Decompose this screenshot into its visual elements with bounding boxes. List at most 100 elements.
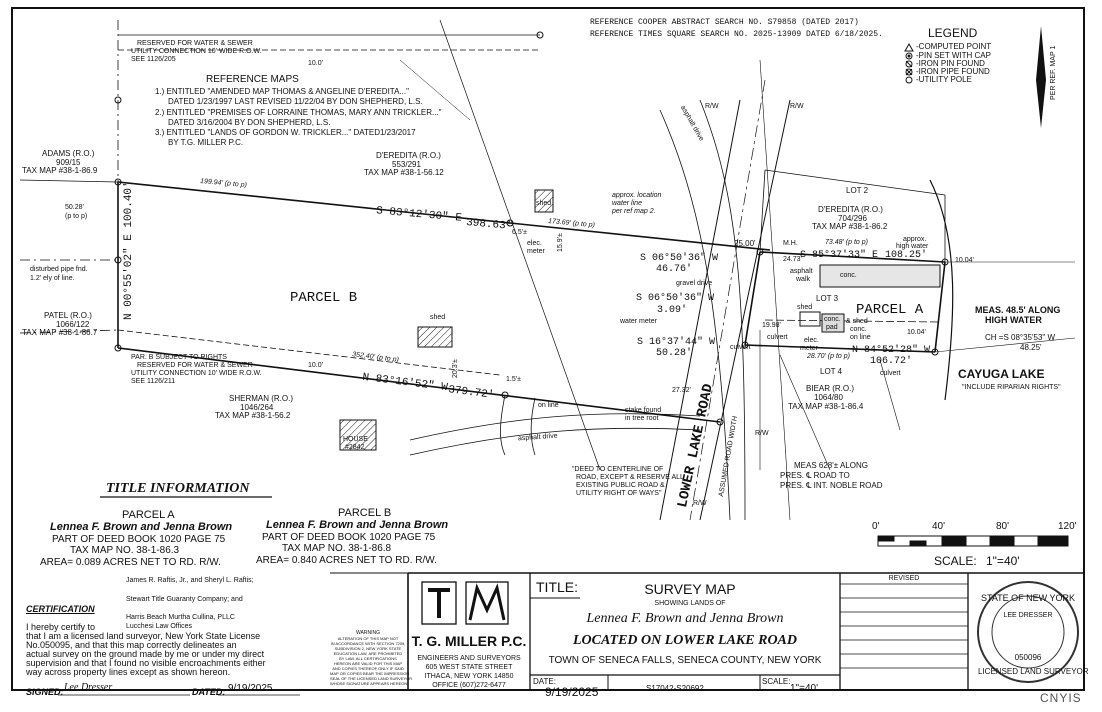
title-label: TITLE:	[536, 579, 579, 595]
warning-line-4: EDUCATION LAW, ARE PROHIBITED	[333, 651, 403, 656]
warning-line-1: ALTERATION OF THIS MAP NOT	[337, 636, 399, 641]
revised-header: REVISED	[888, 575, 920, 582]
warning-line-6: HEREON ARE VALID FOR THIS MAP	[333, 661, 403, 666]
bearing-n84: N 84°52'28" W	[852, 345, 931, 356]
riparian-rights: "INCLUDE RIPARIAN RIGHTS"	[962, 384, 1061, 391]
fifteen-nine: 15.9'±	[557, 233, 564, 252]
dist-28: 28.70' (p to p)	[807, 353, 850, 360]
cayuga-lake: CAYUGA LAKE	[958, 367, 1045, 381]
legend-item-utility-pole: -UTILITY POLE	[916, 75, 972, 84]
approx-location-2: water line	[612, 200, 642, 207]
dist-24: 24.73'	[783, 256, 802, 263]
legend-item-pin-set: -PIN SET WITH CAP	[916, 51, 991, 60]
title-located: LOCATED ON LOWER LAKE ROAD	[572, 633, 798, 648]
house-shape	[339, 419, 377, 451]
survey-map-title: SURVEY MAP	[644, 581, 736, 597]
patel-3: TAX MAP #38-1-86.7	[22, 328, 98, 337]
par-b-subject-2: RESERVED FOR WATER & SEWER	[137, 362, 253, 369]
reserved-top-3: SEE 1126/205	[131, 56, 176, 63]
seal-name: LEE DRESSER	[1003, 612, 1053, 619]
ch-1: CH =S 08°35'53" W	[985, 333, 1056, 342]
reference-map-line-5: 3.) ENTITLED "LANDS OF GORDON W. TRICKLE…	[155, 128, 416, 137]
rw-2: R/W	[790, 103, 804, 110]
parcel-a-heading: PARCEL A	[122, 509, 175, 521]
elec-meter-1: elec.	[527, 240, 542, 247]
signed-label: SIGNED:	[26, 687, 64, 697]
shed-conc-3: on line	[850, 334, 871, 341]
one-five: 1.5'±	[506, 376, 521, 383]
conc-pad-1: conc.	[824, 316, 841, 323]
warning-line-5: BY LAW. ALL CERTIFICATIONS	[339, 656, 397, 661]
certification-line-2: that I am a licensed land surveyor, New …	[26, 631, 261, 641]
deed-centerline-2: ROAD, EXCEPT & RESERVE ALL	[576, 474, 684, 481]
dated-label: DATED:	[192, 687, 226, 697]
asphalt-walk-1: asphalt	[790, 268, 813, 275]
conc-pad-2: pad	[826, 324, 838, 331]
reference-map-line-6: BY T.G. MILLER P.C.	[168, 138, 244, 147]
culvert-a: culvert	[730, 344, 751, 351]
elec-meter-2: meter	[527, 248, 545, 255]
dist-10-04a: 10.04'	[955, 257, 974, 264]
showing-lands: SHOWING LANDS OF	[654, 600, 726, 607]
ch-2: 48.25'	[1020, 343, 1042, 352]
scale-tick-40: 40'	[932, 521, 946, 532]
scale-tick-0: 0'	[872, 521, 880, 532]
dist-3: 3.09'	[657, 305, 688, 316]
warning-line-3: SUBDIVISION 2, NEW YORK STATE	[334, 646, 402, 651]
scale-bar-label: SCALE:	[934, 554, 977, 568]
certified-to-4: Lucchesi Law Offices	[126, 623, 193, 630]
warning-line-8: MAP OR COPIES BEAR THE IMPRESSION	[330, 671, 410, 676]
scale-tick-80: 80'	[996, 521, 1010, 532]
bearing-s16: S 16°37'44" W	[637, 337, 716, 348]
elec-meter-lot-1: elec.	[804, 337, 819, 344]
deed-centerline-1: "DEED TO CENTERLINE OF	[572, 466, 664, 473]
tg-logo	[421, 581, 509, 625]
on-line-label: on line	[538, 402, 559, 409]
warning-line-9: SEAL OF THE LICENSED LAND SURVEYOR	[330, 676, 413, 681]
scale-bar-value: 1"=40'	[986, 554, 1020, 568]
reference-map-line-4: DATED 3/16/2004 BY DON SHEPHERD, L.S.	[168, 118, 331, 127]
legend-item-iron-pipe: -IRON PIPE FOUND	[916, 67, 990, 76]
parcel-a-tax: TAX MAP NO. 38-1-86.3	[70, 545, 180, 556]
legend-item-iron-pin: -IRON PIN FOUND	[916, 59, 985, 68]
water-meter: water meter	[620, 318, 657, 325]
seal-bottom: LICENSED LAND SURVEYOR	[978, 667, 1089, 676]
reserved-top-1: RESERVED FOR WATER & SEWER	[137, 40, 253, 47]
meas-48-2: HIGH WATER	[985, 315, 1042, 325]
firm-line-4: OFFICE (607)272-6477	[432, 682, 506, 689]
par-b-subject-1: PAR. B SUBJECT TO RIGHTS	[131, 354, 227, 361]
dist-108: 108.25'	[885, 250, 928, 261]
certification-line-6: way across property lines except as show…	[26, 667, 231, 677]
reserved-top-2: UTILITY CONNECTION 10' WIDE R.O.W.	[131, 48, 262, 55]
six-five: 6.5'±	[512, 229, 527, 236]
stake-found-1: stake found	[625, 407, 662, 414]
patel-2: 1066/122	[56, 320, 90, 329]
legend-symbols	[904, 42, 914, 84]
scale-tick-120: 120'	[1058, 521, 1077, 532]
dereditta-lot2-3: TAX MAP #38-1-86.2	[812, 222, 888, 231]
ten-ft-bottom: 10.0'	[308, 362, 323, 369]
shed-conc-1: & shed	[846, 318, 868, 325]
par-b-subject-3: UTILITY CONNECTION 10' WIDE R.O.W.	[131, 370, 262, 377]
firm-line-3: ITHACA, NEW YORK 14850	[424, 673, 514, 680]
title-scale-value: 1"=40'	[790, 683, 818, 694]
sherman-3: TAX MAP #38-1-56.2	[215, 411, 291, 420]
dist-19: 19.98'	[762, 322, 781, 329]
shed-conc-2: conc.	[850, 326, 867, 333]
dereditta-lot2-1: D'EREDITA (R.O.)	[818, 205, 883, 214]
parcel-a-area: AREA= 0.089 ACRES NET TO RD. R/W.	[40, 557, 221, 568]
patel-1: PATEL (R.O.)	[44, 311, 92, 320]
title-town: TOWN OF SENECA FALLS, SENECA COUNTY, NEW…	[548, 655, 822, 666]
north-arrow-label: PER REF. MAP 1	[1050, 45, 1057, 100]
warning-line-7: AND COPIES THEREOF ONLY IF SAID	[332, 666, 404, 671]
sherman-1: SHERMAN (R.O.)	[229, 394, 293, 403]
cnyis-watermark: CNYIS	[1040, 691, 1082, 705]
reference-times-square: REFERENCE TIMES SQUARE SEARCH NO. 2025-1…	[590, 30, 883, 39]
legend-title: LEGEND	[928, 26, 978, 40]
surveyor-seal	[977, 581, 1079, 683]
parcel-b-tax: TAX MAP NO. 38-1-86.8	[282, 543, 392, 554]
certified-to-2: Stewart Title Guaranty Company; and	[126, 596, 243, 603]
dist-27: 27.32'	[672, 387, 691, 394]
certified-to-3: Harris Beach Murtha Cullina, PLLC	[126, 614, 235, 621]
